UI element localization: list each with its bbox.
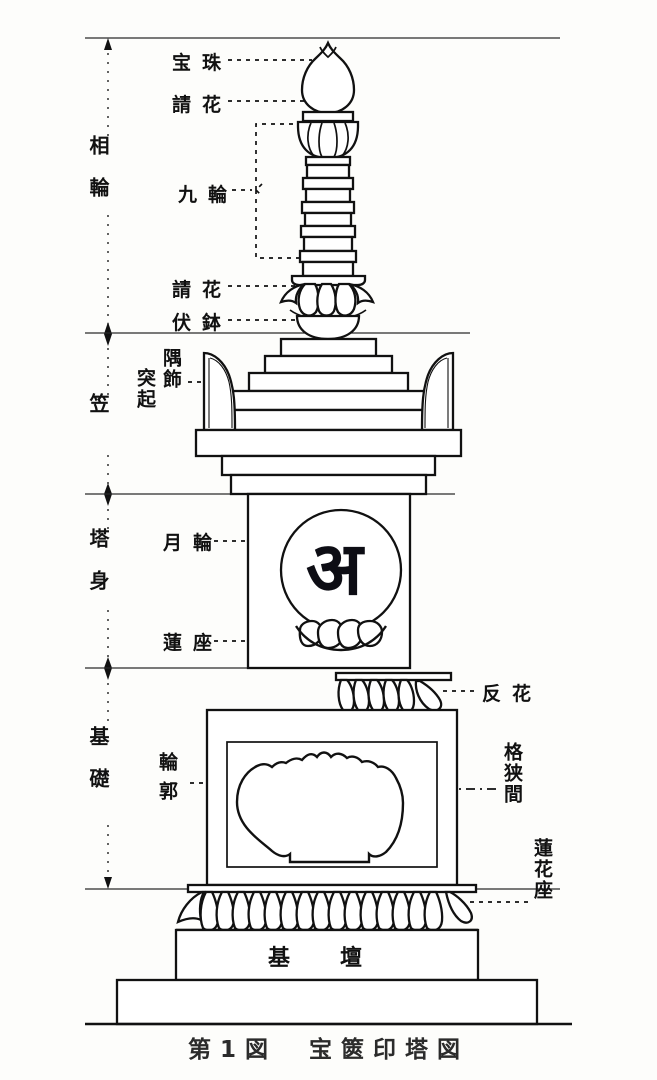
- bonji-seed-syllable: अ: [306, 526, 363, 612]
- part-label-rengeza: 蓮花座: [531, 838, 553, 901]
- dimension-axis: [104, 38, 112, 889]
- kidan-platform: [85, 928, 572, 1026]
- part-label-renza: 蓮座: [163, 632, 224, 654]
- part-label-ukebana-upper: 請花: [172, 94, 233, 116]
- figure-caption: 第1図 宝篋印塔図: [187, 1037, 469, 1063]
- hoju-jewel: [300, 40, 356, 115]
- section-label-kasa: 笠: [86, 393, 110, 421]
- part-label-sumikazari: 隅飾: [160, 348, 182, 390]
- part-label-tokki: 突起: [134, 368, 156, 410]
- part-label-gachirin: 月輪: [163, 532, 224, 554]
- ukebana-lower: [279, 274, 375, 321]
- part-label-kozama: 格狭間: [501, 742, 523, 805]
- renza-lotus-seat: [294, 618, 388, 652]
- part-label-kurin: 九輪: [178, 184, 239, 206]
- part-label-fukubachi: 伏鉢: [172, 312, 233, 334]
- toshin-body: [246, 492, 412, 670]
- section-label-sorin: 相輪: [86, 135, 110, 219]
- kaeribana-band: [334, 671, 453, 714]
- kiso-base: [205, 671, 459, 887]
- section-label-toshin: 塔身: [86, 528, 110, 612]
- kurin-nine-rings: [298, 163, 358, 278]
- section-label-kiso: 基礎: [86, 726, 110, 810]
- part-label-kidan: 基 壇: [268, 946, 377, 971]
- rengeza-lotus-row: [176, 883, 478, 932]
- part-label-hoju: 宝珠: [172, 52, 233, 74]
- fukubachi: [295, 314, 361, 341]
- part-label-ukebana-lower: 請花: [172, 279, 233, 301]
- ukebana-upper: [296, 110, 360, 167]
- part-label-rinkaku: 輪郭: [156, 752, 178, 810]
- part-label-kaeribana: 反花: [482, 683, 543, 705]
- kasa-roof: [194, 337, 463, 496]
